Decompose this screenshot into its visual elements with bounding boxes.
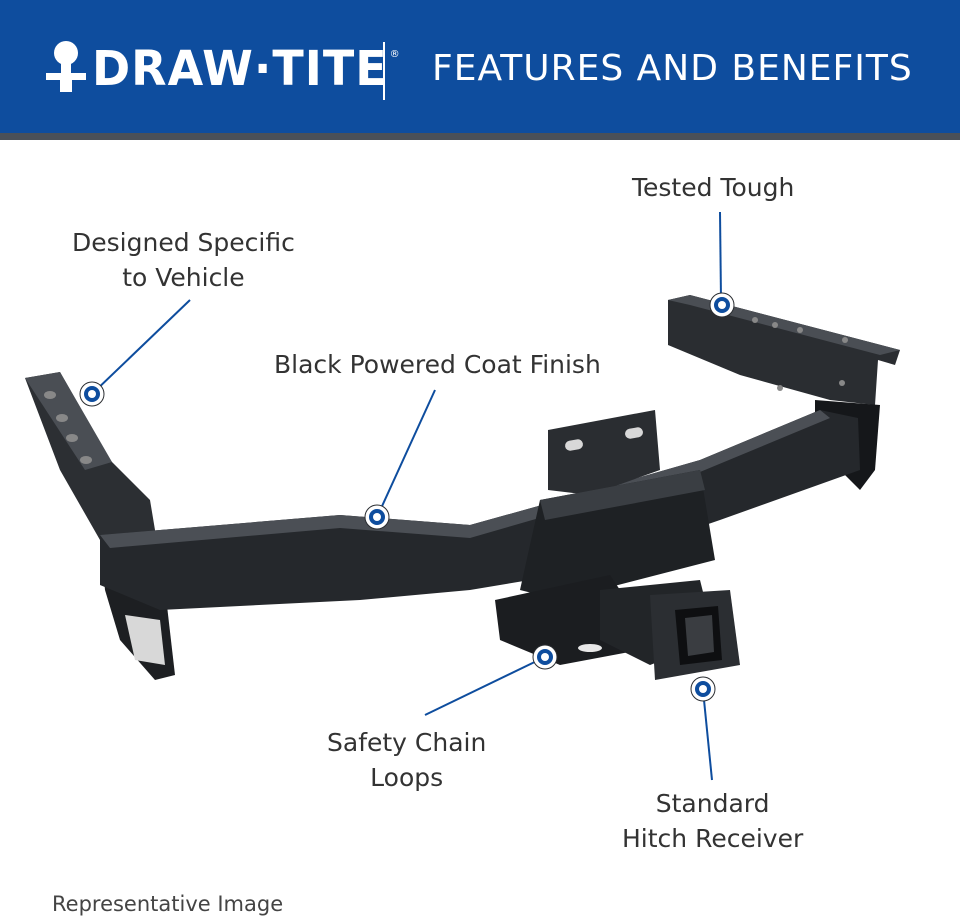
- callout-dot-safety-chain: [532, 644, 558, 670]
- callout-safety-line2: Loops: [370, 763, 444, 792]
- callout-dot-coat-finish: [364, 504, 390, 530]
- callout-dot-tested-tough: [709, 292, 735, 318]
- registered-mark: ®: [389, 48, 400, 60]
- callout-designed-line2: to Vehicle: [122, 263, 245, 292]
- callout-designed-line1: Designed Specific: [72, 228, 295, 257]
- receiver-assembly: [495, 575, 740, 680]
- header-stripe: [0, 133, 960, 140]
- callout-coat-finish-text: Black Powered Coat Finish: [274, 350, 601, 379]
- crossbar: [100, 410, 860, 610]
- callout-dot-receiver: [690, 676, 716, 702]
- callout-hitch-receiver: Standard Hitch Receiver: [622, 786, 803, 856]
- callout-lines: [91, 211, 722, 781]
- hitch-illustration: [25, 211, 900, 781]
- header-banner: DRAW·TITE ® FEATURES AND BENEFITS: [0, 0, 960, 133]
- center-plate: [548, 410, 660, 495]
- callout-dot-designed: [79, 381, 105, 407]
- callout-coat-finish: Black Powered Coat Finish: [274, 347, 601, 382]
- representative-image-note: Representative Image: [52, 892, 284, 916]
- callout-receiver-line2: Hitch Receiver: [622, 824, 804, 853]
- callout-tested-tough: Tested Tough: [632, 170, 794, 205]
- hitch-ball-icon: [46, 41, 86, 92]
- page-title: FEATURES AND BENEFITS: [432, 48, 913, 89]
- callout-tested-tough-text: Tested Tough: [632, 173, 795, 202]
- brand-logo: DRAW·TITE ®: [44, 36, 400, 100]
- callout-dots: [79, 292, 735, 702]
- callout-designed-specific: Designed Specific to Vehicle: [72, 225, 295, 295]
- header-divider: [383, 42, 385, 100]
- left-bracket: [25, 372, 175, 680]
- callout-safety-chain: Safety Chain Loops: [327, 725, 486, 795]
- callout-safety-line1: Safety Chain: [327, 728, 487, 757]
- brand-name: DRAW·TITE: [92, 39, 388, 97]
- center-channel: [520, 470, 715, 600]
- callout-receiver-line1: Standard: [655, 789, 770, 818]
